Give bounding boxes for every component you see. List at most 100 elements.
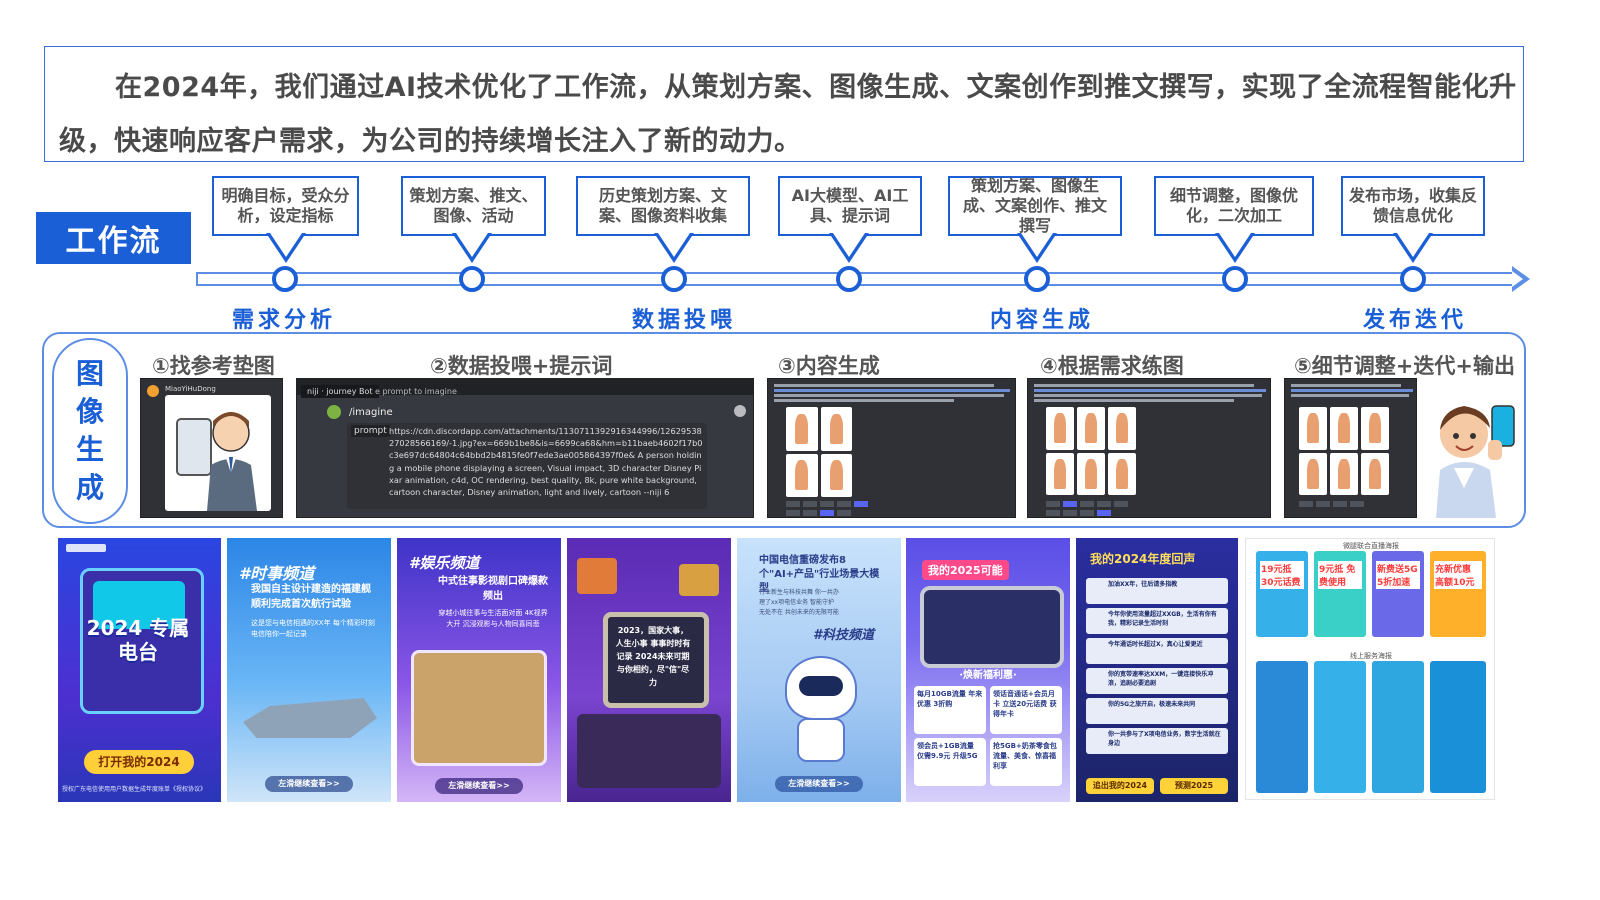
tv-screen bbox=[920, 586, 1064, 668]
workflow-step-2: 策划方案、推文、图像、活动 bbox=[401, 176, 546, 236]
prompt-field[interactable]: prompt https://cdn.discordapp.com/attach… bbox=[347, 423, 707, 509]
poster-tech: 中国电信重磅发布8个"AI+产品"行业场景大模型 行业新生与科技共舞 你一共办理… bbox=[737, 538, 901, 802]
predict-2025-button[interactable]: 预测2025 bbox=[1160, 778, 1228, 794]
poster-current-affairs: #时事频道 我国自主设计建造的福建舰顺利完成首次航行试验 这是您与电信相遇的XX… bbox=[227, 538, 391, 802]
open-2024-button[interactable]: 打开我的2024 bbox=[84, 750, 194, 774]
stage-demand-analysis: 需求分析 bbox=[232, 308, 337, 333]
intro-text: 在2024年，我们通过AI技术优化了工作流，从策划方案、图像生成、文案创作到推文… bbox=[59, 72, 1517, 157]
china-telecom-logo bbox=[66, 544, 106, 552]
promo-card: 9元抵 免费使用 bbox=[1318, 561, 1362, 589]
output-screenshot bbox=[1284, 378, 1417, 518]
stage-content-generation: 内容生成 bbox=[990, 308, 1095, 333]
poster-subtext: 行业新生与科技共舞 你一共办理了xx项电信业务 智能守护无处不在 共创未来的无限… bbox=[759, 589, 839, 616]
generated-image-grid bbox=[786, 407, 852, 497]
poster-radio-2024: 2024 专属电台 打开我的2024 授权广东电信使用用户数据生成年度账单《授权… bbox=[58, 538, 221, 802]
poster-2024-echo: 我的2024年度回声 加油XX年，往后请多指教 今年你使用流量超过XXGB，生活… bbox=[1076, 538, 1238, 802]
prompt-label: prompt bbox=[351, 425, 390, 437]
workflow-step-5: 策划方案、图像生成、文案创作、推文撰写 bbox=[948, 176, 1122, 236]
imagine-command: /imagine bbox=[349, 407, 393, 418]
aircraft-carrier-image bbox=[243, 698, 377, 738]
list-item: 今年通话时长超过X，真心让爱更近 bbox=[1086, 638, 1228, 664]
image-generation-panel bbox=[42, 332, 1526, 528]
final-character-image bbox=[1418, 388, 1518, 518]
workflow-step-6: 细节调整，图像优化，二次加工 bbox=[1154, 176, 1314, 236]
workflow-step-3: 历史策划方案、文案、图像资料收集 bbox=[576, 176, 750, 236]
poster-collage: 微腿联合直播海报 19元抵 30元话费 9元抵 免费使用 新费送5G 5折加速 … bbox=[1245, 538, 1495, 800]
intro-box: 在2024年，我们通过AI技术优化了工作流，从策划方案、图像生成、文案创作到推文… bbox=[44, 46, 1524, 162]
variation-buttons[interactable] bbox=[1046, 510, 1111, 516]
prompt-text: https://cdn.discordapp.com/attachments/1… bbox=[389, 426, 703, 498]
poster-title: 我的2025可能 bbox=[922, 560, 1009, 580]
timeline-node bbox=[661, 266, 687, 292]
offer-card[interactable]: 每月10GB流量 年来优惠 3折购 bbox=[914, 686, 986, 734]
reference-screenshot: MiaoYiHuDong bbox=[140, 378, 283, 518]
poster-tv-text: 2023，国家大事，人生小事 事事时时有记录 2024未来可期 与你相约，尽"信… bbox=[615, 626, 691, 687]
timeline-node bbox=[836, 266, 862, 292]
poster-channel-title: #娱乐频道 bbox=[409, 554, 480, 572]
promo-card: 充新优惠 高额10元 bbox=[1434, 561, 1482, 589]
stage-release-iteration: 发布迭代 bbox=[1363, 308, 1468, 333]
offer-card[interactable]: 抢5GB+奶茶零食包 流量、美食、惊喜福利享 bbox=[990, 738, 1062, 786]
bot-name: niji · journey Bot bbox=[301, 385, 379, 398]
step-content-generation: ③内容生成 bbox=[778, 354, 880, 378]
poster-entertainment: #娱乐频道 中式往事影视剧口碑爆款频出 穿越小城往事与生活面对面 4K视界大开 … bbox=[397, 538, 561, 802]
my-2024-button[interactable]: 追出我的2024 bbox=[1086, 778, 1154, 794]
step-refine-output: ⑤细节调整+迭代+输出 bbox=[1294, 354, 1515, 378]
poster-headline: 中式往事影视剧口碑爆款频出 bbox=[438, 576, 548, 602]
stage-data-feeding: 数据投喂 bbox=[632, 308, 737, 333]
poster-title: 2024 专属电台 bbox=[86, 616, 190, 664]
generated-image-grid bbox=[1299, 407, 1389, 495]
training-screenshot bbox=[1027, 378, 1271, 518]
swipe-more-button[interactable]: 左滑继续查看>> bbox=[775, 776, 863, 792]
swipe-more-button[interactable]: 左滑继续查看>> bbox=[265, 776, 353, 792]
timeline-node bbox=[1024, 266, 1050, 292]
offer-card[interactable]: 领话音通话+会员月卡 立送20元话费 获得年卡 bbox=[990, 686, 1062, 734]
collage-bottom-title: 线上服务海报 bbox=[1350, 652, 1392, 660]
timeline-node bbox=[1222, 266, 1248, 292]
list-item: 你的宽带速率达XXM，一键连接快乐冲浪，追剧必要追剧 bbox=[1086, 668, 1228, 694]
poster-subtext: 穿越小城往事与生活面对面 4K视界大开 沉浸观影与人物同喜同悲 bbox=[438, 609, 548, 628]
offer-card[interactable]: 领会员+1GB流量 仅需9.9元 升级5G bbox=[914, 738, 986, 786]
generated-image-grid bbox=[1046, 407, 1136, 495]
step-data-prompt: ②数据投喂+提示词 bbox=[430, 354, 613, 378]
poster-headline: 中国电信重磅发布8个"AI+产品"行业场景大模型 bbox=[759, 555, 880, 594]
swipe-more-button[interactable]: 左滑继续查看>> bbox=[435, 778, 523, 794]
collage-top-title: 微腿联合直播海报 bbox=[1343, 542, 1399, 550]
workflow-step-4: AI大模型、AI工具、提示词 bbox=[778, 176, 922, 236]
poster-subtext: 这是您与电信相遇的XX年 每个精彩时刻电信陪你一起记录 bbox=[251, 619, 375, 638]
list-item: 今年你使用流量超过XXGB，生活有你有我，精彩记录生活时刻 bbox=[1086, 608, 1228, 634]
poster-channel-title: #科技频道 bbox=[813, 628, 875, 643]
poster-retro-tv: 2023，国家大事，人生小事 事事时时有记录 2024未来可期 与你相约，尽"信… bbox=[567, 538, 731, 802]
image-generation-label: 图 像 生 成 bbox=[52, 338, 128, 524]
poster-footer: 授权广东电信使用用户数据生成年度账单《授权协议》 bbox=[62, 786, 207, 793]
generation-screenshot bbox=[767, 378, 1016, 518]
timeline-node bbox=[459, 266, 485, 292]
echo-list: 加油XX年，往后请多指教 今年你使用流量超过XXGB，生活有你有我，精彩记录生活… bbox=[1086, 578, 1228, 754]
workflow-step-7: 发布市场，收集反馈信息优化 bbox=[1341, 176, 1485, 236]
film-frame-image bbox=[411, 650, 547, 766]
step-find-reference: ①找参考垫图 bbox=[152, 354, 275, 378]
emoji-icon[interactable] bbox=[734, 405, 746, 417]
tv-screen bbox=[603, 612, 709, 708]
variation-buttons[interactable] bbox=[786, 510, 851, 516]
list-item: 你一共参与了X项电信业务，数字生活就在身边 bbox=[1086, 728, 1228, 754]
workflow-title: 工作流 bbox=[36, 212, 191, 264]
reference-image bbox=[165, 395, 271, 511]
prompt-hint: e prompt to imagine bbox=[375, 387, 457, 396]
avatar bbox=[147, 385, 159, 397]
upscale-buttons[interactable] bbox=[786, 501, 868, 507]
list-item: 加油XX年，往后请多指教 bbox=[1086, 578, 1228, 604]
poster-2025: 我的2025可能 ·焕新福利惠· 每月10GB流量 年来优惠 3折购 领话音通话… bbox=[906, 538, 1070, 802]
discord-prompt-screenshot: niji · journey Bot e prompt to imagine /… bbox=[296, 378, 754, 518]
list-item: 你的5G之旅开启，极速未来共同 bbox=[1086, 698, 1228, 724]
timeline-node bbox=[272, 266, 298, 292]
robot-image bbox=[785, 656, 857, 720]
promo-card: 19元抵 30元话费 bbox=[1260, 561, 1304, 589]
bot-avatar bbox=[327, 405, 341, 419]
upscale-buttons[interactable] bbox=[1046, 501, 1128, 507]
step-train-images: ④根据需求练图 bbox=[1040, 354, 1184, 378]
offer-grid: 每月10GB流量 年来优惠 3折购 领话音通话+会员月卡 立送20元话费 获得年… bbox=[914, 686, 1062, 786]
discord-username: MiaoYiHuDong bbox=[165, 385, 216, 393]
poster-headline: 我国自主设计建造的福建舰顺利完成首次航行试验 bbox=[251, 584, 371, 610]
timeline-node bbox=[1400, 266, 1426, 292]
